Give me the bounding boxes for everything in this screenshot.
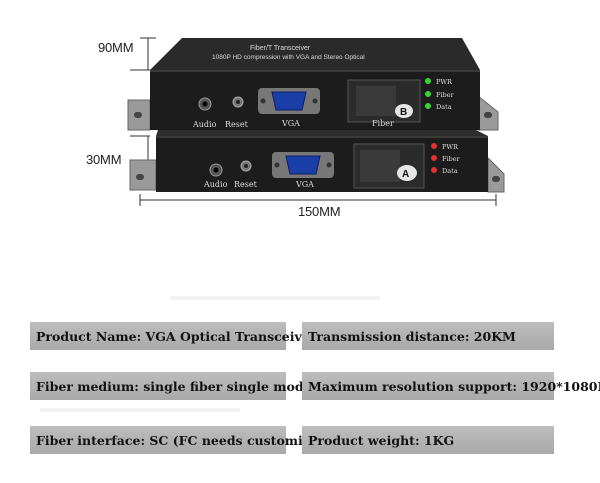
spec-fiber-medium: Fiber medium: single fiber single mode (30, 372, 312, 400)
led-pwr-bottom (431, 143, 437, 149)
led-fiber-top (425, 91, 431, 97)
fiber-label-top: Fiber (372, 119, 394, 128)
reset-label-bottom: Reset (234, 180, 258, 189)
reset-label-top: Reset (225, 120, 249, 129)
dimension-height: 30MM (86, 152, 122, 167)
audio-label-top: Audio (192, 120, 217, 129)
spec-fiber-interface: Fiber interface: SC (FC needs customizat… (30, 426, 352, 454)
spec-product-weight: Product weight: 1KG (302, 426, 554, 454)
led-label-fiber-top: Fiber (436, 91, 455, 99)
led-fiber-bottom (431, 155, 437, 161)
vga-port-icon-bottom (285, 155, 321, 175)
led-label-data-top: Data (436, 103, 452, 111)
device-bottom: A PWR Fiber Data Audio Reset VGA (129, 130, 505, 193)
led-label-pwr-top: PWR (436, 78, 453, 86)
led-label-fiber-bottom: Fiber (442, 155, 461, 163)
led-label-pwr-bottom: PWR (442, 143, 459, 151)
unit-badge-top (395, 104, 413, 118)
device-top: Fiber/T Transceiver 1080P HD compression… (127, 38, 499, 131)
spec-row-2: Fiber medium: single fiber single mode M… (0, 372, 600, 402)
spec-row-3: Fiber interface: SC (FC needs customizat… (0, 426, 600, 456)
audio-label-bottom: Audio (203, 180, 228, 189)
spec-row-1: Product Name: VGA Optical Transceiver Tr… (0, 322, 600, 352)
dimension-width: 150MM (298, 204, 341, 219)
unit-label-top: B (400, 107, 407, 118)
spec-max-resolution: Maximum resolution support: 1920*1080P (302, 372, 600, 400)
unit-badge-bottom (397, 165, 417, 181)
spec-transmission-distance: Transmission distance: 20KM (302, 322, 554, 350)
led-data-bottom (431, 167, 437, 173)
vga-label-bottom: VGA (295, 180, 314, 189)
divider (40, 408, 240, 412)
device-top-header-1: Fiber/T Transceiver (250, 45, 311, 52)
unit-label-bottom: A (402, 169, 409, 180)
spec-product-name: Product Name: VGA Optical Transceiver (30, 322, 316, 350)
device-top-header-2: 1080P HD compression with VGA and Stereo… (212, 54, 365, 61)
led-data-top (425, 103, 431, 109)
divider (170, 296, 380, 300)
dimension-depth: 90MM (98, 40, 134, 55)
vga-port-icon (271, 91, 307, 111)
vga-label-top: VGA (281, 119, 300, 128)
product-photo: Fiber/T Transceiver 1080P HD compression… (127, 37, 505, 206)
led-pwr-top (425, 78, 431, 84)
led-label-data-bottom: Data (442, 167, 458, 175)
